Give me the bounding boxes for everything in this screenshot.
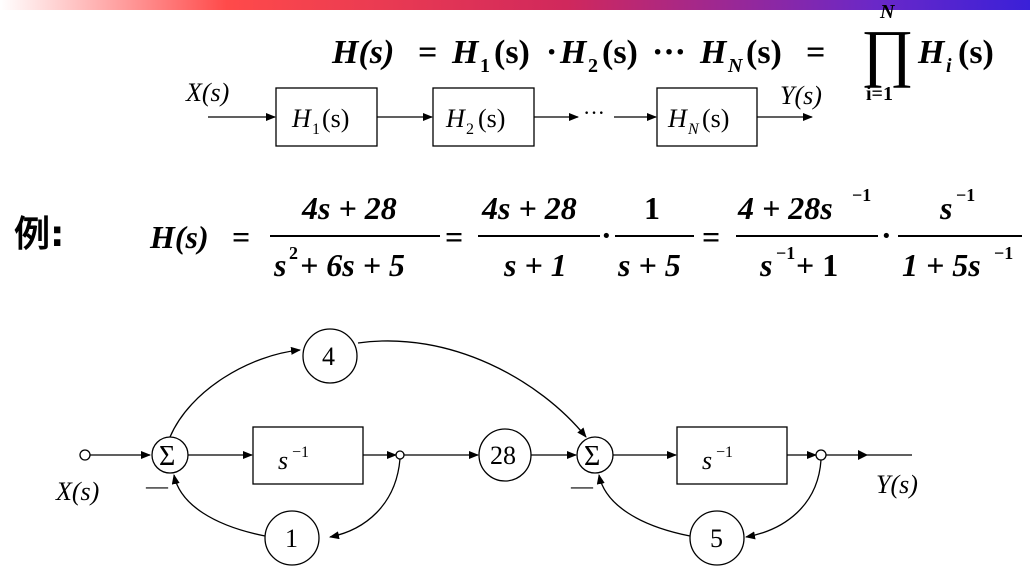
example-dot-2: · xyxy=(881,217,892,253)
feedforward-path-4-a xyxy=(169,346,301,438)
formula-h2: H xyxy=(559,34,588,71)
example-eq-3: = xyxy=(702,219,720,255)
flow-output-label: Y(s) xyxy=(876,470,918,499)
cascade-block-h1-base: H xyxy=(291,104,312,133)
formula-eq-1: = xyxy=(418,34,437,71)
formula-lhs: H(s) xyxy=(331,34,394,71)
cascade-block-h2-base: H xyxy=(445,104,466,133)
gain-1-label: 1 xyxy=(285,524,298,553)
formula-h2-arg: (s) xyxy=(602,34,638,71)
fraction4-num-exp: −1 xyxy=(852,185,871,205)
fraction4-den-rest: + 1 xyxy=(796,247,838,283)
cascade-block-hn-base: H xyxy=(667,104,688,133)
cascade-block-hn-arg: (s) xyxy=(702,104,729,133)
cascade-output-label: Y(s) xyxy=(780,81,822,110)
gain-node-1 xyxy=(264,510,320,566)
fraction1-den-exp: 2 xyxy=(289,243,298,263)
cascade-diagram: X(s) H 1 (s) H 2 (s) ··· H N (s) Y(s) xyxy=(185,78,822,147)
fraction2-denominator: s + 1 xyxy=(503,247,567,283)
gain-28-label: 28 xyxy=(490,441,516,470)
fraction1-den-rest: + 6s + 5 xyxy=(300,247,405,283)
feedback-path-1-a xyxy=(329,458,401,540)
title-gradient-bar xyxy=(0,0,1030,10)
formula-dots: ··· xyxy=(652,34,686,71)
cascade-dots: ··· xyxy=(583,100,605,125)
formula-hn-arg: (s) xyxy=(746,34,782,71)
fraction5-den-exp: −1 xyxy=(994,243,1013,263)
formula-hi: H xyxy=(917,34,946,71)
formula-h2-sub: 2 xyxy=(588,55,598,77)
feedback-path-5-a xyxy=(745,459,822,540)
fraction5-den-base: 1 + 5s xyxy=(902,247,981,283)
fraction4-den-exp: −1 xyxy=(776,243,795,263)
formula-h1-sub: 1 xyxy=(480,55,490,77)
formula-hn-sub: N xyxy=(727,55,744,77)
branch-node-2 xyxy=(815,449,827,461)
example-dot-1: · xyxy=(601,217,612,253)
delay-1-base: s xyxy=(278,446,288,475)
fraction4-den-s: s xyxy=(759,247,772,283)
formula-dot: · xyxy=(546,34,557,71)
fraction5-num-base: s xyxy=(939,190,952,226)
product-upper-limit: N xyxy=(879,1,896,23)
formula-hi-arg: (s) xyxy=(958,34,994,71)
summer-2-minus: — xyxy=(570,473,594,498)
fraction1-numerator: 4s + 28 xyxy=(301,190,397,226)
fraction1-den-s: s xyxy=(273,247,286,283)
summer-2-sigma: Σ xyxy=(584,441,600,472)
cascade-block-h2-arg: (s) xyxy=(478,104,505,133)
delay-1-exp: −1 xyxy=(292,444,309,461)
cascade-block-hn-sub: N xyxy=(687,121,700,138)
fraction3-numerator: 1 xyxy=(644,190,660,226)
delay-2-exp: −1 xyxy=(716,444,733,461)
example-eq-1: = xyxy=(232,219,250,255)
cascade-block-h1-arg: (s) xyxy=(322,104,349,133)
cascade-input-label: X(s) xyxy=(185,78,229,107)
formula-h1: H xyxy=(451,34,480,71)
feedback-path-1-b xyxy=(171,474,266,537)
gain-node-4 xyxy=(302,328,358,384)
branch-node-1 xyxy=(395,450,405,460)
summer-1-minus: — xyxy=(145,473,169,498)
formula-eq-2: = xyxy=(806,34,825,71)
product-symbol: ∏ xyxy=(861,17,914,88)
summer-1-sigma: Σ xyxy=(159,441,175,472)
fraction4-num-base: 4 + 28s xyxy=(737,190,833,226)
formula-h1-arg: (s) xyxy=(494,34,530,71)
feedforward-path-4-b xyxy=(357,340,587,438)
delay-2-base: s xyxy=(702,446,712,475)
gain-4-label: 4 xyxy=(322,342,335,371)
input-terminal xyxy=(79,449,91,461)
example-label: 例: xyxy=(14,214,64,255)
product-lower-limit: i=1 xyxy=(866,83,893,105)
gain-node-5 xyxy=(689,510,745,566)
output-arrowhead xyxy=(858,450,868,460)
example-eq-2: = xyxy=(445,219,463,255)
gain-5-label: 5 xyxy=(710,524,723,553)
cascade-block-h1-sub: 1 xyxy=(312,121,320,138)
flow-input-label: X(s) xyxy=(55,477,99,506)
cascade-block-h2-sub: 2 xyxy=(466,121,474,138)
example-lhs: H(s) xyxy=(149,219,209,255)
example-equation: 例: H(s) = 4s + 28 s 2 + 6s + 5 = 4s + 28… xyxy=(14,185,1022,283)
formula-hn: H xyxy=(699,34,728,71)
signal-flow-diagram: X(s) Σ — s −1 28 1 4 Σ — xyxy=(55,328,918,566)
formula-hi-sub: i xyxy=(946,55,952,77)
fraction3-denominator: s + 5 xyxy=(617,247,681,283)
feedback-path-5-b xyxy=(596,474,691,537)
product-formula: H(s) = H 1 (s) · H 2 (s) ··· H N (s) = N… xyxy=(331,1,994,105)
fraction2-numerator: 4s + 28 xyxy=(481,190,577,226)
fraction5-num-exp: −1 xyxy=(956,185,975,205)
